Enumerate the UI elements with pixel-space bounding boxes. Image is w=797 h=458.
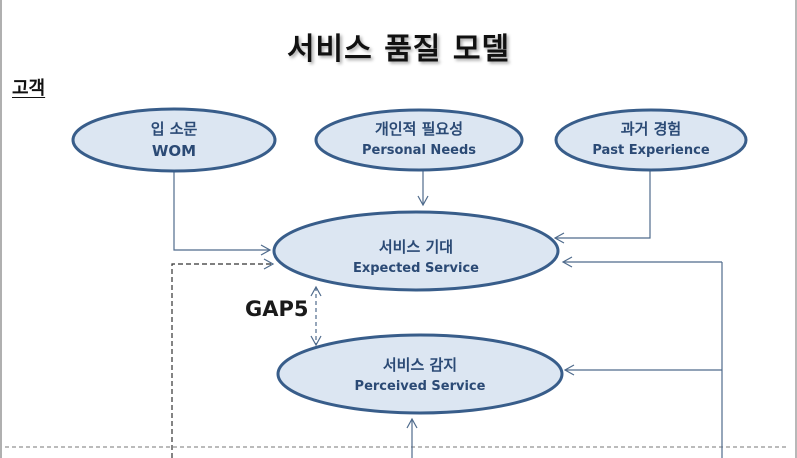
node-wom-en: WOM (152, 142, 196, 160)
node-wom-ko: 입 소문 (151, 120, 198, 138)
frame-left-border (0, 0, 2, 458)
connector-past-to-expected (553, 170, 651, 244)
node-perceived-service-ko: 서비스 감지 (383, 356, 457, 374)
node-personal-needs: 개인적 필요성 Personal Needs (314, 108, 524, 172)
node-past-experience: 과거 경험 Past Experience (554, 108, 748, 172)
node-personal-needs-ko: 개인적 필요성 (375, 120, 463, 138)
connector-wom-to-expected (173, 172, 272, 256)
node-perceived-service: 서비스 감지 Perceived Service (276, 333, 564, 415)
node-personal-needs-en: Personal Needs (362, 143, 476, 158)
connector-dashed-to-expected (171, 258, 275, 458)
node-expected-service-en: Expected Service (353, 261, 479, 276)
frame-right-border (795, 0, 797, 458)
customer-section-label: 고객 (12, 78, 46, 99)
node-wom: 입 소문 WOM (71, 107, 277, 173)
node-expected-service: 서비스 기대 Expected Service (272, 210, 560, 292)
diagram-title: 서비스 품질 모델 (286, 32, 511, 67)
node-past-experience-ko: 과거 경험 (621, 120, 681, 138)
gap5-label: GAP5 (245, 297, 309, 321)
node-past-experience-en: Past Experience (592, 143, 709, 158)
node-expected-service-ko: 서비스 기대 (379, 238, 453, 256)
node-perceived-service-en: Perceived Service (355, 379, 486, 394)
